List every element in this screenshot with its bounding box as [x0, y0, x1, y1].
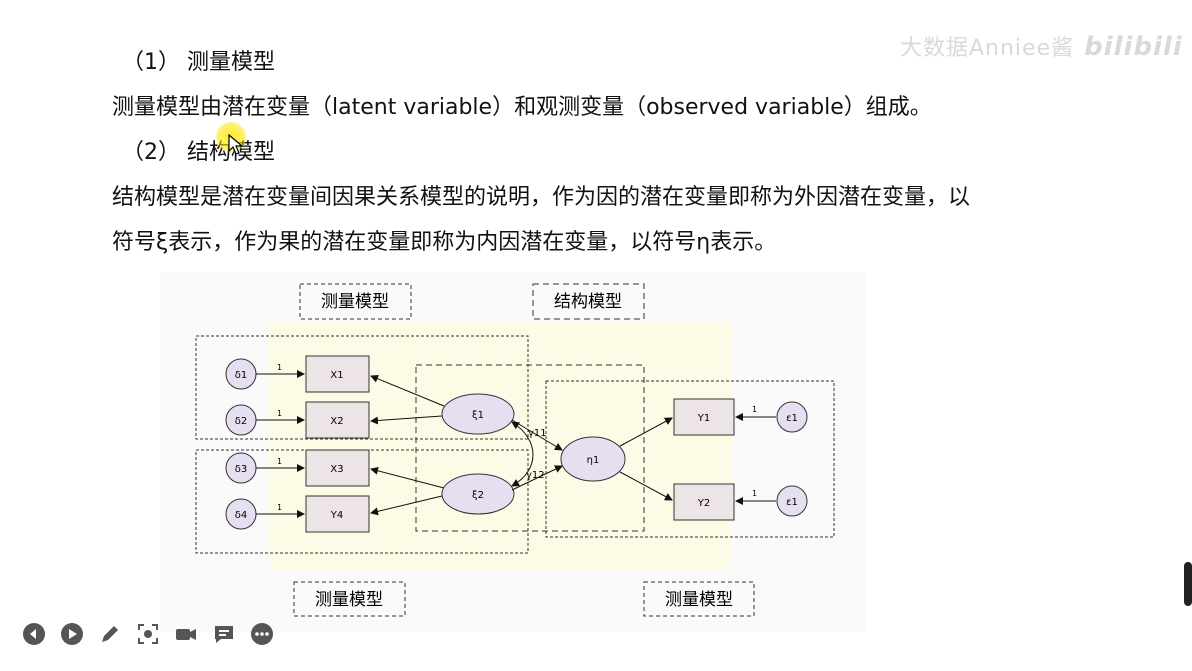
weight-label: 1	[277, 457, 282, 466]
svg-text:X2: X2	[330, 416, 343, 427]
label-box-top-left	[299, 283, 412, 320]
error-node: δ4	[225, 498, 257, 530]
paragraph-structural-line2: 符号ξ表示，作为果的潜在变量即称为内因潜在变量，以符号η表示。	[112, 230, 777, 255]
comment-icon[interactable]	[212, 622, 236, 646]
svg-text:Y4: Y4	[330, 510, 343, 521]
error-node: ε1	[776, 485, 808, 517]
svg-text:X1: X1	[330, 370, 343, 381]
svg-text:X3: X3	[330, 464, 343, 475]
heading-measurement-model: （1） 测量模型	[122, 50, 275, 75]
group-box-x1-x2	[195, 335, 529, 440]
svg-text:Y2: Y2	[697, 498, 710, 509]
error-node: δ2	[225, 404, 257, 436]
weight-label: 1	[277, 363, 282, 372]
cursor-icon	[228, 134, 244, 155]
camera-icon[interactable]	[174, 622, 198, 646]
label-box-bottom-left	[293, 581, 406, 617]
svg-text:Y1: Y1	[697, 413, 710, 424]
weight-label: 1	[277, 503, 282, 512]
label-bottom-right: 测量模型	[665, 590, 733, 610]
group-box-y	[545, 380, 835, 538]
observed-node: Y4	[305, 495, 370, 533]
label-top-left: 测量模型	[321, 292, 389, 312]
paragraph-measurement-model: 测量模型由潜在变量（latent variable）和观测变量（observed…	[112, 95, 932, 120]
path-label: γ11	[528, 428, 547, 439]
error-node: ε1	[776, 401, 808, 433]
pen-icon[interactable]	[98, 622, 122, 646]
heading-structural-model: （2） 结构模型	[122, 140, 275, 165]
svg-text:δ4: δ4	[235, 510, 247, 521]
svg-text:ε1: ε1	[786, 497, 798, 508]
screenshot-icon[interactable]	[136, 622, 160, 646]
error-node: δ1	[225, 358, 257, 390]
observed-node: Y1	[673, 398, 735, 436]
scrollbar-handle[interactable]	[1184, 562, 1192, 606]
svg-text:δ2: δ2	[235, 416, 247, 427]
prev-icon[interactable]	[22, 622, 46, 646]
latent-node: ξ1	[441, 393, 515, 435]
svg-text:ξ2: ξ2	[472, 490, 484, 501]
error-node: δ3	[225, 452, 257, 484]
play-icon[interactable]	[60, 622, 84, 646]
group-box-structural	[415, 364, 645, 532]
svg-text:ξ1: ξ1	[472, 410, 484, 421]
latent-node: η1	[560, 436, 626, 482]
weight-label: 1	[277, 409, 282, 418]
watermark-text: 大数据Anniee酱	[900, 36, 1075, 61]
more-icon[interactable]	[250, 622, 274, 646]
observed-node: X2	[305, 401, 370, 439]
observed-node: X3	[305, 449, 370, 487]
observed-node: Y2	[673, 483, 735, 521]
player-toolbar	[22, 620, 274, 648]
svg-text:η1: η1	[587, 455, 600, 466]
observed-node: X1	[305, 355, 370, 393]
label-box-bottom-right	[643, 581, 755, 617]
label-bottom-left: 测量模型	[315, 590, 383, 610]
watermark: 大数据Anniee酱 bilibili	[900, 30, 1183, 62]
svg-text:δ1: δ1	[235, 370, 247, 381]
label-box-top-right	[532, 283, 645, 320]
latent-node: ξ2	[441, 473, 515, 515]
weight-label: 1	[752, 489, 757, 498]
paragraph-structural-line1: 结构模型是潜在变量间因果关系模型的说明，作为因的潜在变量即称为外因潜在变量，以	[112, 185, 971, 210]
weight-label: 1	[752, 405, 757, 414]
path-label: γ12	[526, 470, 545, 481]
svg-text:δ3: δ3	[235, 464, 247, 475]
svg-text:ε1: ε1	[786, 413, 798, 424]
bilibili-logo: bilibili	[1084, 32, 1183, 62]
label-top-right: 结构模型	[554, 292, 622, 312]
